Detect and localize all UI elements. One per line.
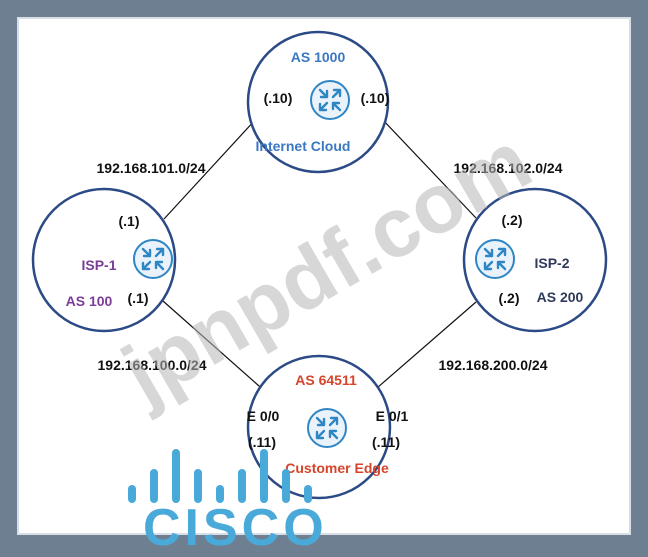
cisco-logo-bars: [128, 449, 312, 503]
cisco-logo-text: CISCO: [143, 499, 328, 552]
as1000-label: AS 1000: [291, 49, 346, 65]
link-isp1-edge: [162, 300, 277, 402]
cisco-logo-bar: [216, 485, 224, 503]
isp1-label: ISP-1: [81, 257, 116, 273]
isp2-bottom-addr: (.2): [499, 290, 520, 306]
isp2-label: ISP-2: [534, 255, 569, 271]
as100-label: AS 100: [66, 293, 113, 309]
link-cloud-isp1: [163, 118, 257, 220]
as200-label: AS 200: [537, 289, 584, 305]
cloud-right-addr: (.10): [361, 90, 390, 106]
isp1-top-addr: (.1): [119, 213, 140, 229]
as64511-label: AS 64511: [295, 372, 357, 388]
router-icon: [133, 239, 173, 279]
cisco-logo-bar: [304, 485, 312, 503]
internet-cloud-label: Internet Cloud: [256, 138, 351, 154]
edge-right-interface: E 0/1: [376, 408, 409, 424]
link-isp2-edge: [361, 301, 477, 402]
as200-circle: [462, 187, 608, 333]
subnet-isp2-edge: 192.168.200.0/24: [439, 357, 548, 373]
as100-circle: [31, 187, 177, 333]
cisco-logo-bar: [238, 469, 246, 503]
router-icon: [475, 239, 515, 279]
cisco-logo-bar: [172, 449, 180, 503]
subnet-isp1-edge: 192.168.100.0/24: [98, 357, 207, 373]
links: [162, 118, 477, 402]
isp1-bottom-addr: (.1): [128, 290, 149, 306]
customer-edge-label: Customer Edge: [285, 460, 389, 476]
subnet-cloud-isp1: 192.168.101.0/24: [97, 160, 206, 176]
cisco-logo-bar: [260, 449, 268, 503]
cloud-left-addr: (.10): [264, 90, 293, 106]
edge-right-addr: (.11): [372, 434, 400, 450]
cisco-logo-bar: [194, 469, 202, 503]
edge-left-addr: (.11): [248, 434, 276, 450]
router-icon: [307, 408, 347, 448]
link-cloud-isp2: [381, 118, 477, 219]
edge-left-interface: E 0/0: [247, 408, 280, 424]
isp2-top-addr: (.2): [502, 212, 523, 228]
cisco-logo-bar: [150, 469, 158, 503]
cisco-logo-bar: [128, 485, 136, 503]
router-icon: [310, 80, 350, 120]
subnet-cloud-isp2: 192.168.102.0/24: [454, 160, 563, 176]
cisco-logo-bar: [282, 469, 290, 503]
